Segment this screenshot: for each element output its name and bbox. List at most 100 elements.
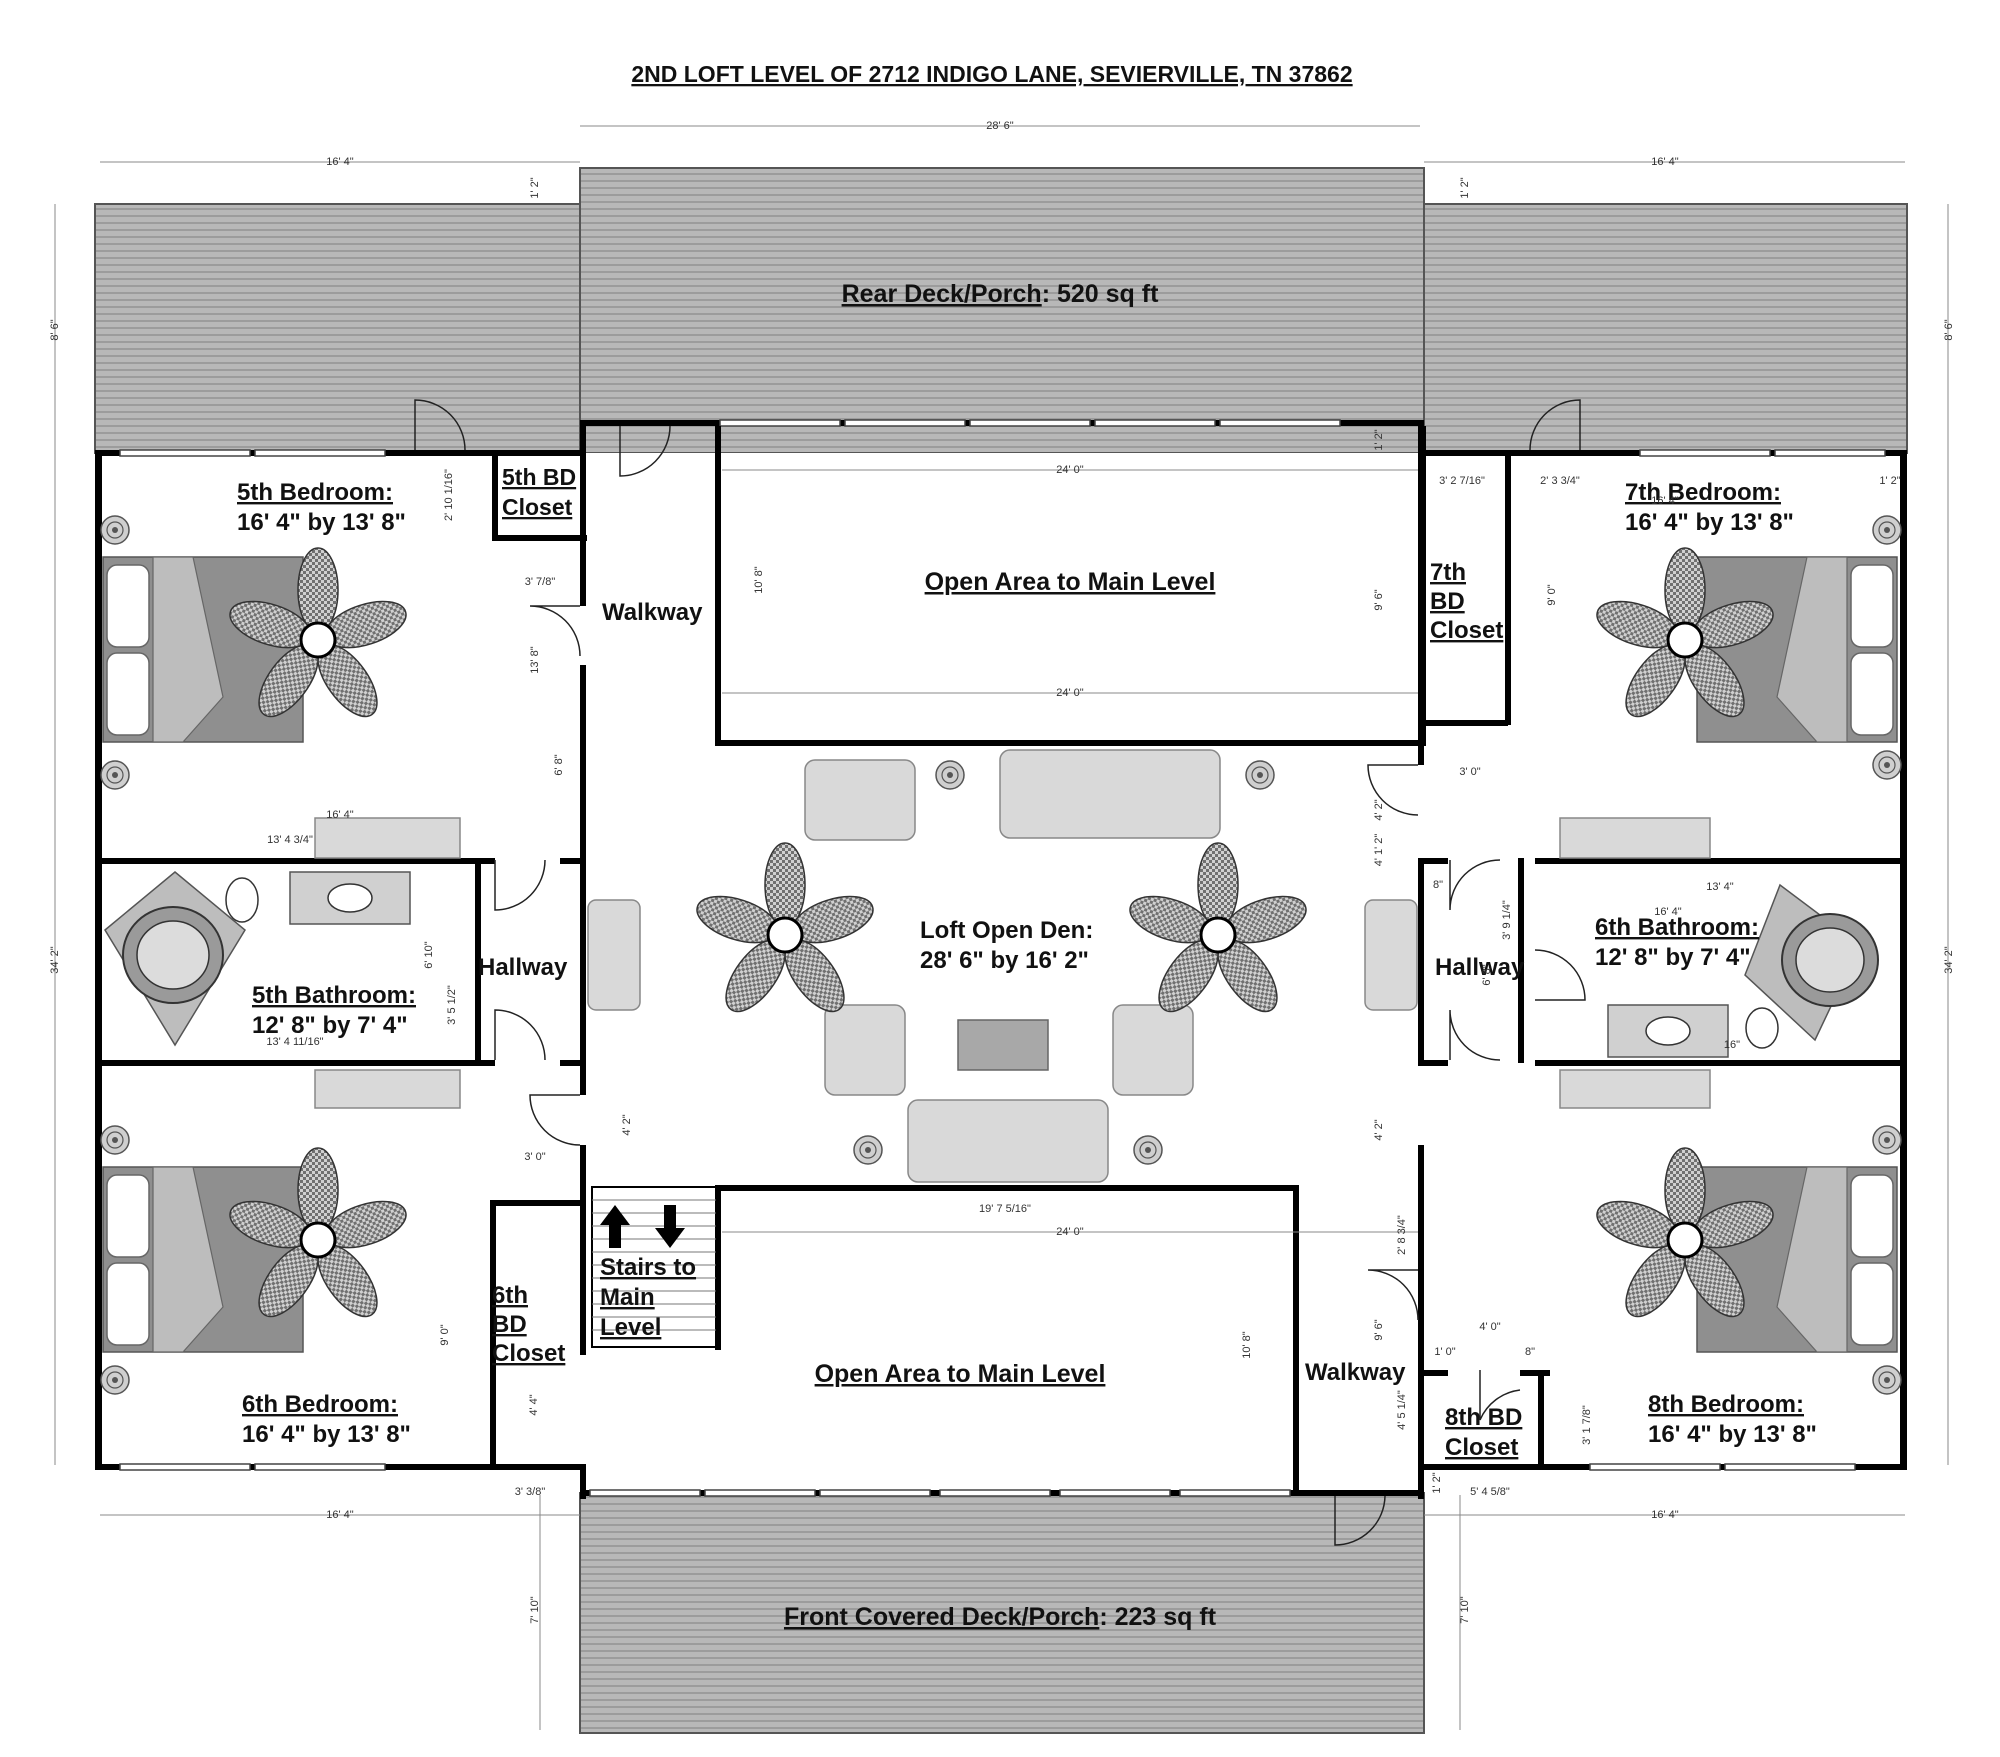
- dim-bed5-w: 16' 4": [326, 809, 354, 821]
- dim-open-bottom-inner: 19' 7 5/16": [979, 1203, 1031, 1215]
- dim-walkway-right-h: 4' 2": [1373, 799, 1385, 820]
- front-deck: [579, 1492, 1425, 1734]
- walkway-left-label: Walkway: [602, 599, 703, 626]
- dim-closet7-w2: 2' 3 3/4": [1540, 475, 1580, 487]
- arrow-up-icon: [600, 1205, 630, 1248]
- dim-walkway-right-h5: 9' 6": [1373, 1319, 1385, 1340]
- dim-bath6-small: 8": [1433, 879, 1443, 891]
- dim-walkway-right-h4: 2' 8 3/4": [1396, 1215, 1408, 1255]
- dim-walkway-right-h6: 4' 5 1/4": [1396, 1390, 1408, 1430]
- bedroom8-label: 8th Bedroom:16' 4" by 13' 8": [1648, 1391, 1817, 1448]
- dim-front-deck-left: 7' 10": [529, 1596, 541, 1624]
- dim-open-bottom-height: 10' 8": [1241, 1331, 1253, 1359]
- rear-windows: [119, 419, 1886, 457]
- dim-bed5-closet-h: 2' 10 1/16": [443, 469, 455, 521]
- dim-closet8-bottom: 5' 4 5/8": [1470, 1486, 1510, 1498]
- dim-closet7-w: 3' 2 7/16": [1439, 475, 1485, 487]
- dim-bath6-h2: 6' 8": [1481, 964, 1493, 985]
- bedroom-7: [1559, 515, 1902, 859]
- dim-bath5-h2: 3' 5 1/2": [446, 985, 458, 1025]
- dim-walkway-left-h3: 4' 2": [621, 1114, 633, 1135]
- dim-rear-step-left: 1' 2": [529, 177, 541, 198]
- dim-walkway-left-w: 3' 7/8": [525, 576, 556, 588]
- bedroom7-label: 7th Bedroom:16' 4" by 13' 8": [1625, 479, 1794, 536]
- bedroom5-label: 5th Bedroom:16' 4" by 13' 8": [237, 479, 406, 536]
- bathroom-6: [1559, 883, 1879, 1109]
- right-wing-walls: [1418, 455, 1907, 1470]
- dim-walkway-left-w2: 3' 0": [524, 1151, 545, 1163]
- dim-open-top-width-a: 24' 0": [1056, 464, 1084, 476]
- dim-walkway-left-h: 13' 8": [529, 646, 541, 674]
- dim-right-wing-width: 16' 4": [1651, 156, 1679, 168]
- front-deck-label: Front Covered Deck/Porch: 223 sq ft: [784, 1603, 1217, 1631]
- hallway-left-label: Hallway: [478, 954, 568, 981]
- dim-walkway-right-w: 3' 0": [1459, 766, 1480, 778]
- dim-bed7-h: 9' 0": [1546, 584, 1558, 605]
- arrow-down-icon: [655, 1205, 685, 1248]
- rear-door-right[interactable]: [1529, 399, 1581, 451]
- dim-bath5-h: 6' 10": [423, 941, 435, 969]
- dim-walkway-left-h2: 6' 8": [553, 754, 565, 775]
- dim-open-top-step: 1' 2": [1373, 429, 1385, 450]
- dim-bath6-h: 3' 9 1/4": [1501, 900, 1513, 940]
- rear-deck-center: [579, 167, 1425, 454]
- open-area-top-label: Open Area to Main Level: [925, 568, 1216, 596]
- dim-rear-deck-left: 8' 6": [49, 319, 61, 340]
- bedroom6-label: 6th Bedroom:16' 4" by 13' 8": [242, 1391, 411, 1448]
- front-windows: [119, 1463, 1856, 1497]
- dim-bath6-w2: 16' 4": [1654, 906, 1682, 918]
- dim-closet8-step: 1' 2": [1431, 1472, 1443, 1493]
- dim-bath6-w: 13' 4": [1706, 881, 1734, 893]
- dim-closet6-h: 4' 4": [528, 1394, 540, 1415]
- dim-closet8-w: 4' 0": [1479, 1321, 1500, 1333]
- dim-front-deck-right: 7' 10": [1459, 1596, 1471, 1624]
- bathroom-5: [104, 871, 461, 1109]
- dim-open-top-width-b: 24' 0": [1056, 687, 1084, 699]
- dim-rear-step-right: 1' 2": [1459, 177, 1471, 198]
- rear-door-left[interactable]: [414, 399, 466, 451]
- dim-left-wing-width-bottom: 16' 4": [326, 1509, 354, 1521]
- dimension-lines: [54, 125, 1949, 1730]
- dim-right-wing-width-bottom: 16' 4": [1651, 1509, 1679, 1521]
- bedroom-5: [100, 515, 461, 859]
- dim-bed7-step: 1' 2": [1879, 475, 1900, 487]
- plan-title: 2ND LOFT LEVEL OF 2712 INDIGO LANE, SEVI…: [631, 61, 1352, 87]
- dim-rear-deck-right: 8' 6": [1943, 319, 1955, 340]
- dim-center-width: 28' 6": [986, 120, 1014, 132]
- front-door[interactable]: [1334, 1495, 1386, 1546]
- interior-doors[interactable]: [494, 425, 1586, 1421]
- dim-bath5-w: 13' 4 11/16": [266, 1036, 323, 1048]
- bathroom5-label: 5th Bathroom:12' 8" by 7' 4": [252, 982, 416, 1039]
- dim-walkway-right-h2: 4' 1' 2": [1373, 834, 1385, 867]
- dim-bed6-h: 9' 0": [439, 1324, 451, 1345]
- dim-open-top-height-r: 9' 6": [1373, 589, 1385, 610]
- dim-height-right: 34' 2": [1943, 946, 1955, 974]
- dim-walkway-right-h3: 4' 2": [1373, 1119, 1385, 1140]
- bathroom6-label: 6th Bathroom:12' 8" by 7' 4": [1595, 914, 1759, 971]
- dim-closet8-h: 3' 1 7/8": [1581, 1405, 1593, 1445]
- loft-den-furniture: [587, 749, 1418, 1183]
- dim-closet8-b: 8": [1525, 1346, 1535, 1358]
- dim-bed5-w2: 13' 4 3/4": [267, 834, 313, 846]
- walkway-right-label: Walkway: [1305, 1359, 1406, 1386]
- dim-open-top-height: 10' 8": [753, 566, 765, 594]
- stairs[interactable]: [591, 1186, 717, 1348]
- dim-left-wing-width: 16' 4": [326, 156, 354, 168]
- dim-closet8-a: 1' 0": [1434, 1346, 1455, 1358]
- hallway-right-label: Hallway: [1435, 954, 1525, 981]
- dim-open-bottom-width: 24' 0": [1056, 1226, 1084, 1238]
- rear-deck-label: Rear Deck/Porch: 520 sq ft: [842, 280, 1159, 308]
- open-area-bottom: [715, 1185, 1299, 1495]
- loft-den-label: Loft Open Den:28' 6" by 16' 2": [920, 917, 1093, 974]
- open-area-bottom-label: Open Area to Main Level: [815, 1360, 1106, 1388]
- dim-closet6-w: 3' 3/8": [515, 1486, 546, 1498]
- dim-height-left: 34' 2": [49, 946, 61, 974]
- dim-bath6-small2: 16": [1724, 1039, 1740, 1051]
- dim-bed7-w: 16' 4": [1651, 495, 1679, 507]
